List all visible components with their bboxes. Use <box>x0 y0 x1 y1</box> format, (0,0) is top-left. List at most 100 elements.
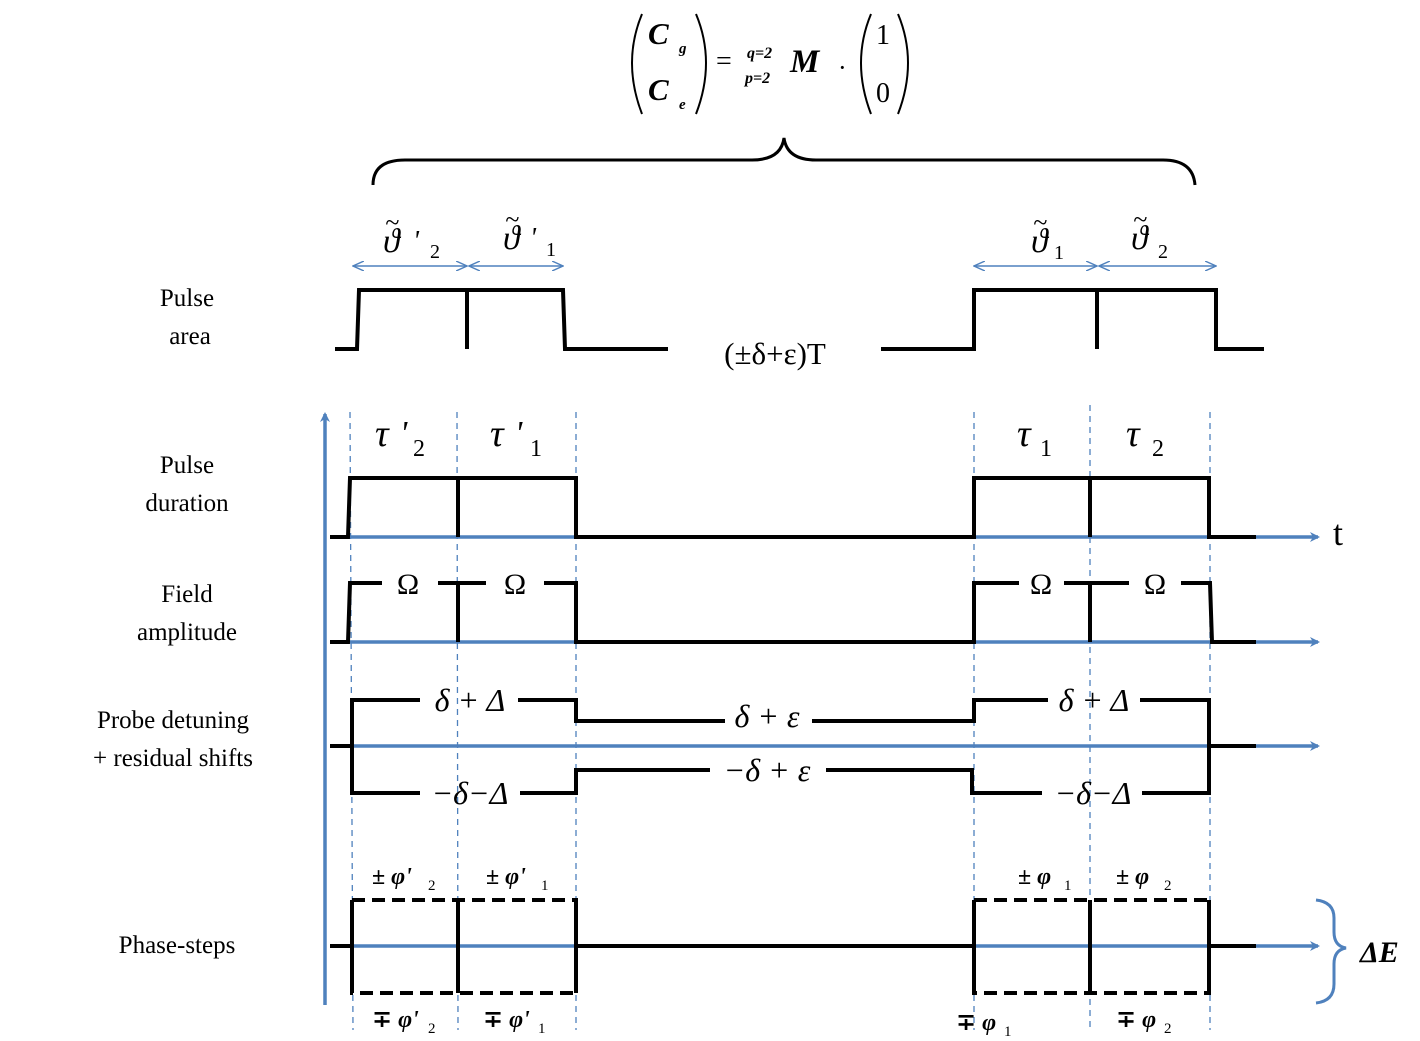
omega-label-1: Ω <box>397 568 419 601</box>
svg-text:ϑ: ϑ <box>383 223 402 260</box>
superscript-q: q=2 <box>747 45 772 62</box>
coefficient-cg-subscript: g <box>678 41 687 57</box>
phase-label-top-1: ± φ 1 <box>1018 864 1072 894</box>
tau-1-label: τ 1 <box>1017 413 1052 462</box>
coefficient-ce-subscript: e <box>679 97 686 113</box>
phase-label-bottom-2: ∓ φ 2 <box>1116 1007 1172 1037</box>
svg-text:2: 2 <box>1164 1021 1172 1037</box>
svg-text:': ' <box>530 223 537 254</box>
detuning-row: δ + Δ δ + Δ δ + ε −δ−Δ −δ−Δ −δ + ε <box>330 682 1320 811</box>
equals-sign: = <box>716 46 732 77</box>
phase-label-top-prime-1: ± φ' 1 <box>486 864 549 894</box>
field-amplitude-row: Ω Ω Ω Ω <box>330 568 1320 647</box>
pulse-area-row: ~ ϑ ' 2 ~ ϑ ' 1 ~ ϑ 1 ~ ϑ 2 (±δ+ε)T <box>335 205 1264 371</box>
phase-steps-row: ± φ' 2 ± φ' 1 ± φ 1 ± φ 2 ∓ φ' 2 ∓ φ' 1 … <box>330 864 1399 1040</box>
omega-label-3: Ω <box>1030 568 1052 601</box>
svg-text:1: 1 <box>1064 878 1072 894</box>
pulse-duration-waveform <box>330 476 1256 539</box>
svg-text:': ' <box>515 415 523 452</box>
label-pulse-area-2: area <box>169 323 211 350</box>
theta-prime-2-label: ~ ϑ ' 2 <box>383 208 440 263</box>
detuning-upper-waveform <box>330 698 1256 748</box>
label-field-amplitude-2: amplitude <box>137 619 237 646</box>
vector-bottom: 0 <box>876 78 890 109</box>
svg-text:∓ φ: ∓ φ <box>1116 1007 1156 1033</box>
svg-text:2: 2 <box>1152 436 1164 462</box>
matrix-m: M <box>789 44 821 80</box>
tau-prime-2-label: τ ' 2 <box>375 413 425 462</box>
svg-text:2: 2 <box>428 878 436 894</box>
phase-label-top-prime-2: ± φ' 2 <box>372 864 436 894</box>
time-axis-label: t <box>1333 513 1343 553</box>
theta-2-label: ~ ϑ 2 <box>1131 205 1168 263</box>
svg-text:± φ: ± φ <box>1018 864 1051 890</box>
svg-text:ϑ: ϑ <box>503 220 522 257</box>
svg-text:1: 1 <box>541 878 549 894</box>
phase-label-bottom-prime-1: ∓ φ' 1 <box>483 1007 546 1037</box>
free-evolution-label: (±δ+ε)T <box>724 336 826 371</box>
pulse-area-right-waveform <box>881 288 1264 351</box>
label-pulse-duration-1: Pulse <box>160 452 214 479</box>
svg-text:~: ~ <box>505 205 519 234</box>
svg-text:1: 1 <box>1054 242 1064 264</box>
detuning-upper-pulse-left: δ + Δ <box>435 682 506 718</box>
svg-text:τ: τ <box>490 413 505 455</box>
svg-text:± φ: ± φ <box>1116 864 1149 890</box>
omega-label-4: Ω <box>1144 568 1166 601</box>
subscript-p: p=2 <box>743 70 770 87</box>
theta-1-label: ~ ϑ 1 <box>1031 208 1064 264</box>
detuning-lower-waveform <box>350 746 1211 795</box>
svg-text:2: 2 <box>413 436 425 462</box>
svg-text:ϑ: ϑ <box>1131 220 1150 257</box>
svg-text:∓ φ': ∓ φ' <box>483 1007 530 1033</box>
dot-operator: · <box>838 53 847 82</box>
label-phase-steps: Phase-steps <box>119 932 236 959</box>
svg-text:τ: τ <box>375 413 390 455</box>
detuning-upper-pulse-right: δ + Δ <box>1059 682 1130 718</box>
propagator-equation: C g C e = q=2 p=2 M · 1 0 <box>631 13 909 115</box>
vector-top: 1 <box>876 20 890 51</box>
svg-text:τ: τ <box>1126 413 1141 455</box>
svg-text:1: 1 <box>538 1021 546 1037</box>
energy-label: ΔE <box>1359 936 1399 969</box>
svg-text:τ: τ <box>1017 413 1032 455</box>
detuning-lower-free: −δ + ε <box>724 752 811 788</box>
phase-label-top-2: ± φ 2 <box>1116 864 1172 894</box>
svg-text:± φ': ± φ' <box>486 864 526 890</box>
detuning-upper-free: δ + ε <box>734 698 799 734</box>
phase-verticals <box>350 900 1211 993</box>
svg-text:1: 1 <box>1040 436 1052 462</box>
detuning-lower-pulse-left: −δ−Δ <box>432 775 509 811</box>
svg-text:2: 2 <box>1158 241 1168 263</box>
svg-text:2: 2 <box>428 1021 436 1037</box>
svg-text:': ' <box>400 415 408 452</box>
svg-text:1: 1 <box>546 239 556 261</box>
theta-prime-1-label: ~ ϑ ' 1 <box>503 205 556 261</box>
svg-text:± φ': ± φ' <box>372 864 412 890</box>
pulse-duration-row: τ ' 2 τ ' 1 τ 1 τ 2 t <box>330 413 1343 553</box>
label-pulse-duration-2: duration <box>145 490 229 517</box>
label-probe-detuning-1: Probe detuning <box>97 707 250 734</box>
svg-text:1: 1 <box>530 436 542 462</box>
row-labels: Pulse area Pulse duration Field amplitud… <box>93 285 253 959</box>
svg-text:1: 1 <box>1004 1024 1012 1040</box>
coefficient-ce: C <box>648 72 669 107</box>
energy-brace <box>1315 898 1347 1005</box>
label-pulse-area-1: Pulse <box>160 285 214 312</box>
phase-label-bottom-1: ∓ φ 1 <box>956 1010 1012 1040</box>
omega-label-2: Ω <box>504 568 526 601</box>
sequence-brace <box>371 137 1197 186</box>
coefficient-cg: C <box>648 16 669 51</box>
svg-text:∓ φ: ∓ φ <box>956 1010 996 1036</box>
phase-label-bottom-prime-2: ∓ φ' 2 <box>372 1007 436 1037</box>
pulse-area-left-waveform <box>335 288 668 351</box>
svg-text:ϑ: ϑ <box>1031 223 1050 260</box>
field-amplitude-waveform <box>330 581 1256 644</box>
label-field-amplitude-1: Field <box>161 581 213 608</box>
detuning-lower-pulse-right: −δ−Δ <box>1055 775 1132 811</box>
svg-text:~: ~ <box>1133 205 1147 234</box>
tau-prime-1-label: τ ' 1 <box>490 413 542 462</box>
svg-text:∓ φ': ∓ φ' <box>372 1007 419 1033</box>
tau-2-label: τ 2 <box>1126 413 1164 462</box>
